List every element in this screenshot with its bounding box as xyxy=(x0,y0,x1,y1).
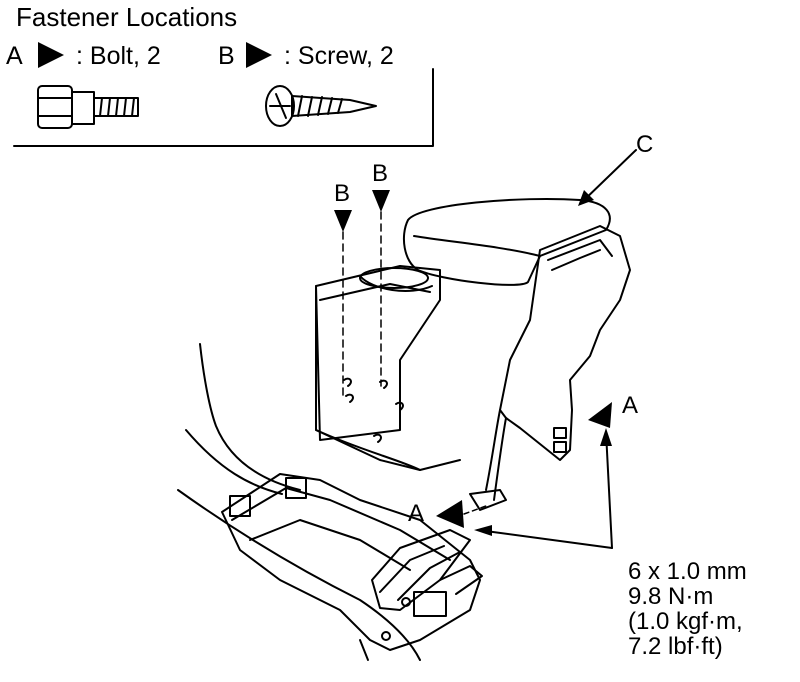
armrest-lid xyxy=(402,198,631,511)
torque-leaders xyxy=(474,428,613,549)
callout-c: C xyxy=(636,131,654,158)
legend-a-letter: A xyxy=(6,42,23,70)
legend-a-arrow-icon xyxy=(38,42,64,68)
callout-a-right: A xyxy=(622,392,639,419)
screw-icon xyxy=(265,85,377,127)
console-box xyxy=(315,265,461,471)
callout-b-right-arrow-icon xyxy=(372,190,390,212)
legend-a-text: : Bolt, 2 xyxy=(76,42,161,70)
console-bracket xyxy=(221,473,483,651)
torque-spec-size: 6 x 1.0 mm xyxy=(628,558,747,585)
callout-c-leader xyxy=(579,149,637,205)
bolt-icon xyxy=(37,85,139,129)
legend-b-arrow-icon xyxy=(246,42,272,68)
a-bottom-dash xyxy=(463,505,487,515)
legend-b-text: : Screw, 2 xyxy=(284,42,394,70)
legend-title: Fastener Locations xyxy=(16,2,238,32)
torque-spec-kgfm: (1.0 kgf·m, xyxy=(628,608,743,635)
callout-b-right: B xyxy=(372,160,389,187)
torque-spec-lbfft: 7.2 lbf·ft) xyxy=(628,633,723,660)
callout-a-right-arrow-icon xyxy=(588,402,612,428)
torque-spec-nm: 9.8 N·m xyxy=(628,583,714,610)
callout-b-left-arrow-icon xyxy=(334,210,352,232)
callout-b-left: B xyxy=(334,180,351,207)
legend-b-letter: B xyxy=(218,42,235,70)
callout-c-arrow-icon xyxy=(578,190,594,206)
legend-box xyxy=(13,68,434,147)
callout-a-bottom-arrow-icon xyxy=(436,500,464,528)
floor-contours xyxy=(177,343,421,661)
